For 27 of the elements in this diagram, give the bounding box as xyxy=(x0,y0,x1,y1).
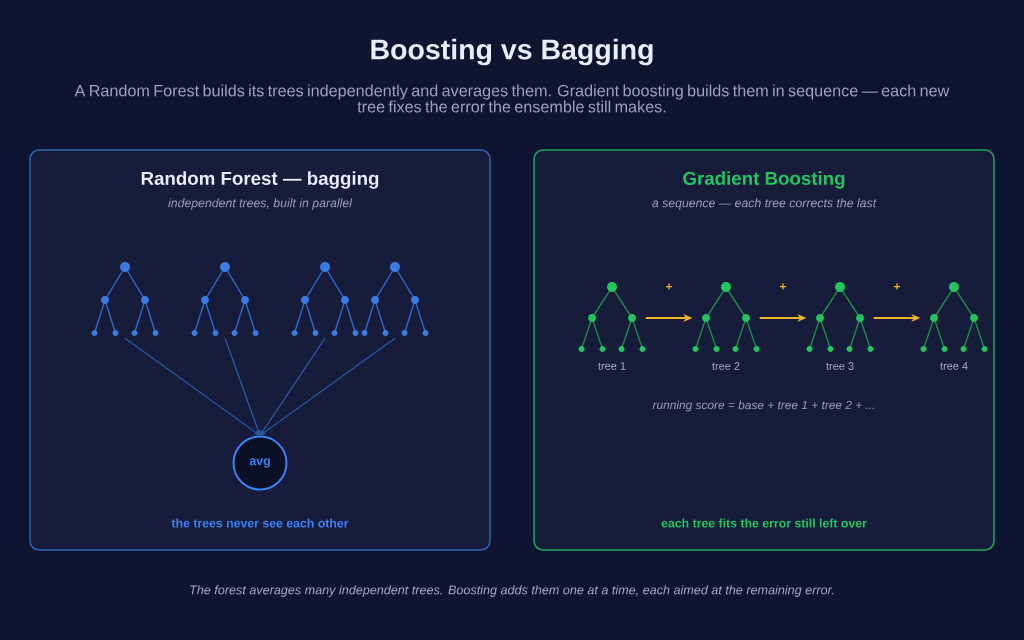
tree-label: tree 2 xyxy=(712,362,740,370)
tree-label: tree 1 xyxy=(598,362,626,370)
panel-subtitle: a sequence — each tree corrects the last xyxy=(652,198,877,210)
edge-label: + xyxy=(664,282,674,292)
arrow xyxy=(124,337,260,436)
intro-text: A Random Forest builds its trees independently and averages them. Gradient boosting builds them in sequence — each new tree fixes the error the ensemble still makes. xyxy=(74,84,950,113)
tree-drawing xyxy=(692,282,760,352)
edge-label: + xyxy=(892,282,902,292)
panel-heading: Gradient Boosting xyxy=(683,171,845,189)
tree-drawing xyxy=(291,262,359,336)
arrow xyxy=(260,337,396,436)
tree-label: tree 3 xyxy=(826,362,854,370)
panel-heading: Random Forest — bagging xyxy=(141,171,379,189)
tree-drawing xyxy=(191,262,259,336)
panel-footer: the trees never see each other xyxy=(171,518,349,528)
formula-note: running score = base + tree 1 + tree 2 + ... xyxy=(652,400,874,412)
title: Boosting vs Bagging xyxy=(371,38,653,66)
tree-drawing xyxy=(578,282,646,352)
panel-footer: each tree fits the error still left over xyxy=(661,518,867,528)
tree-drawing xyxy=(920,282,988,352)
caption: The forest averages many independent trees. Boosting adds them one at a time, each aimed at the remaining error. xyxy=(190,585,834,597)
edge-label: + xyxy=(778,282,788,292)
tree-drawing xyxy=(91,262,159,336)
tree-drawing xyxy=(361,262,429,336)
tree-drawing xyxy=(806,282,874,352)
tree-label: tree 4 xyxy=(940,362,968,370)
panel-subtitle: independent trees, built in parallel xyxy=(168,198,353,210)
